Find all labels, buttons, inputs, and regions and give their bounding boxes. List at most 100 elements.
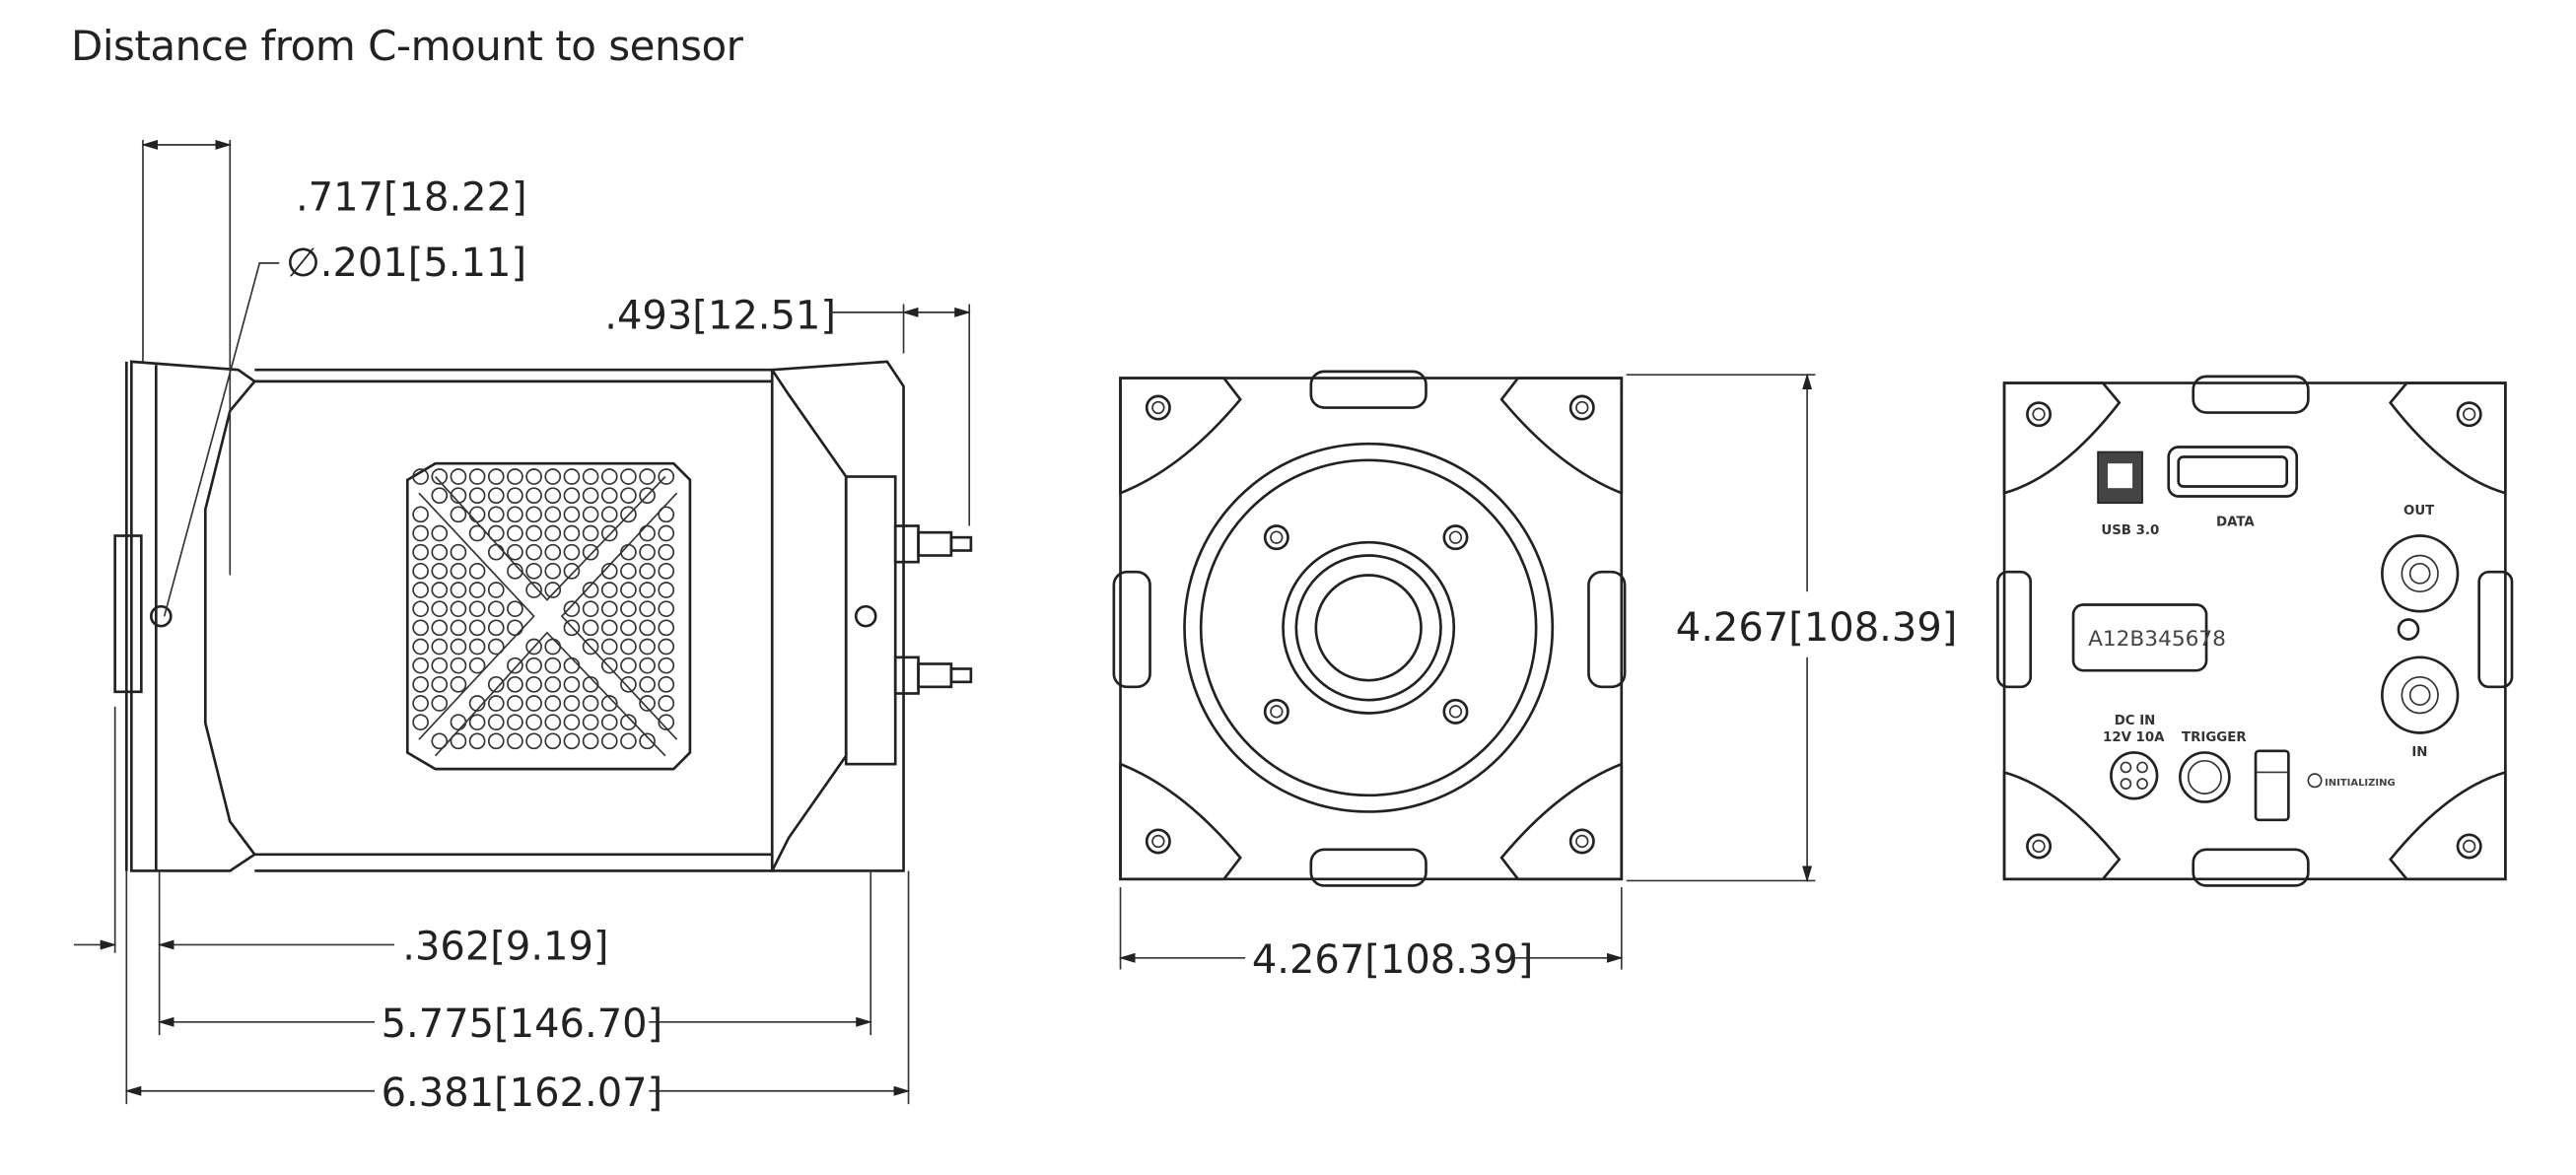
vent-hole xyxy=(658,506,675,523)
vent-hole xyxy=(639,638,656,656)
vent-hole xyxy=(412,619,429,637)
vent-hole xyxy=(639,524,656,542)
vent-hole xyxy=(412,695,429,712)
serial-plate xyxy=(2071,603,2208,672)
vent-hole xyxy=(639,468,656,485)
trigger-label: TRIGGER xyxy=(2182,730,2247,745)
vent-hole xyxy=(544,714,562,730)
data-port xyxy=(2167,446,2299,498)
in-connector xyxy=(2381,656,2460,734)
vent-hole xyxy=(563,657,581,674)
vent-hole xyxy=(563,487,581,505)
vent-hole xyxy=(658,619,675,637)
vent-hole xyxy=(639,600,656,617)
vent-hole xyxy=(450,506,467,523)
vent-hole xyxy=(582,468,599,485)
vent-hole xyxy=(431,487,449,505)
dc-in-rating: 12V 10A xyxy=(2103,730,2165,745)
vent-hole xyxy=(620,657,637,674)
vent-hole xyxy=(582,487,599,505)
back-view: USB 3.0 DATA OUT IN A12B345678 DC IN 12V… xyxy=(1996,375,2514,887)
vent-hole xyxy=(487,582,505,598)
vent-hole xyxy=(620,563,637,580)
vent-hole xyxy=(600,468,618,485)
dc-in-connector xyxy=(2110,751,2159,800)
vent-hole xyxy=(450,657,467,674)
vent-hole xyxy=(450,600,467,617)
vent-hole xyxy=(600,732,618,750)
vent-hole xyxy=(620,619,637,637)
vent-hole xyxy=(412,563,429,580)
vent-hole xyxy=(620,675,637,693)
vent-hole xyxy=(600,695,618,712)
vent-hole xyxy=(431,600,449,617)
dim-hole-diameter: ∅.201[5.11] xyxy=(286,241,526,286)
vent-hole xyxy=(544,524,562,542)
vent-hole xyxy=(431,468,449,485)
usb-port xyxy=(2097,450,2143,505)
vent-hole xyxy=(658,582,675,598)
dim-front-width: 4.267[108.39] xyxy=(1252,937,1534,983)
serial-number: A12B345678 xyxy=(2088,627,2226,652)
screw-icon xyxy=(2026,833,2053,860)
vent-hole xyxy=(412,638,429,656)
vent-hole xyxy=(468,506,486,523)
data-label: DATA xyxy=(2216,516,2255,530)
vent-hole xyxy=(563,675,581,693)
screw-icon xyxy=(2456,401,2482,428)
vent-hole xyxy=(431,582,449,598)
vent-hole xyxy=(525,695,542,712)
out-label: OUT xyxy=(2403,504,2435,518)
vent-hole xyxy=(487,714,505,730)
vent-hole xyxy=(412,543,429,561)
vent-hole xyxy=(639,563,656,580)
vent-hole xyxy=(431,619,449,637)
vent-hole xyxy=(450,619,467,637)
screw-icon xyxy=(1442,698,1469,725)
vent-hole xyxy=(507,487,523,505)
vent-hole xyxy=(639,619,656,637)
vent-hole xyxy=(582,732,599,750)
vent-hole xyxy=(639,487,656,505)
screw-icon xyxy=(1145,394,1171,421)
vent-hole xyxy=(507,714,523,730)
vent-hole xyxy=(412,506,429,523)
vent-hole xyxy=(639,732,656,750)
vent-hole xyxy=(487,675,505,693)
status-indicator xyxy=(2254,749,2290,822)
vent-hole xyxy=(507,468,523,485)
vent-hole xyxy=(639,543,656,561)
vent-hole xyxy=(487,506,505,523)
vent-hole xyxy=(431,563,449,580)
vent-hole xyxy=(468,582,486,598)
vent-hole xyxy=(525,506,542,523)
vent-hole xyxy=(658,563,675,580)
vent-hole xyxy=(544,675,562,693)
dim-front-height: 4.267[108.39] xyxy=(1676,605,1958,651)
vent-hole xyxy=(658,524,675,542)
vent-hole xyxy=(487,543,505,561)
vent-hole xyxy=(450,468,467,485)
vent-hole xyxy=(544,582,562,598)
vent-hole xyxy=(563,563,581,580)
vent-hole xyxy=(600,714,618,730)
vent-hole xyxy=(450,732,467,750)
vent-hole xyxy=(450,638,467,656)
vent-hole xyxy=(525,487,542,505)
vent-hole xyxy=(582,600,599,617)
vent-hole xyxy=(525,638,542,656)
vent-hole xyxy=(600,487,618,505)
vent-hole xyxy=(620,582,637,598)
vent-hole xyxy=(658,543,675,561)
vent-hole xyxy=(468,487,486,505)
connector-bottom xyxy=(893,656,973,695)
vent-hole xyxy=(582,675,599,693)
vent-hole xyxy=(600,582,618,598)
vent-hole xyxy=(507,600,523,617)
connector-top xyxy=(893,524,973,564)
in-label: IN xyxy=(2411,745,2427,760)
vent-hole xyxy=(487,487,505,505)
usb-label: USB 3.0 xyxy=(2101,523,2159,538)
screw-icon xyxy=(1145,828,1171,855)
